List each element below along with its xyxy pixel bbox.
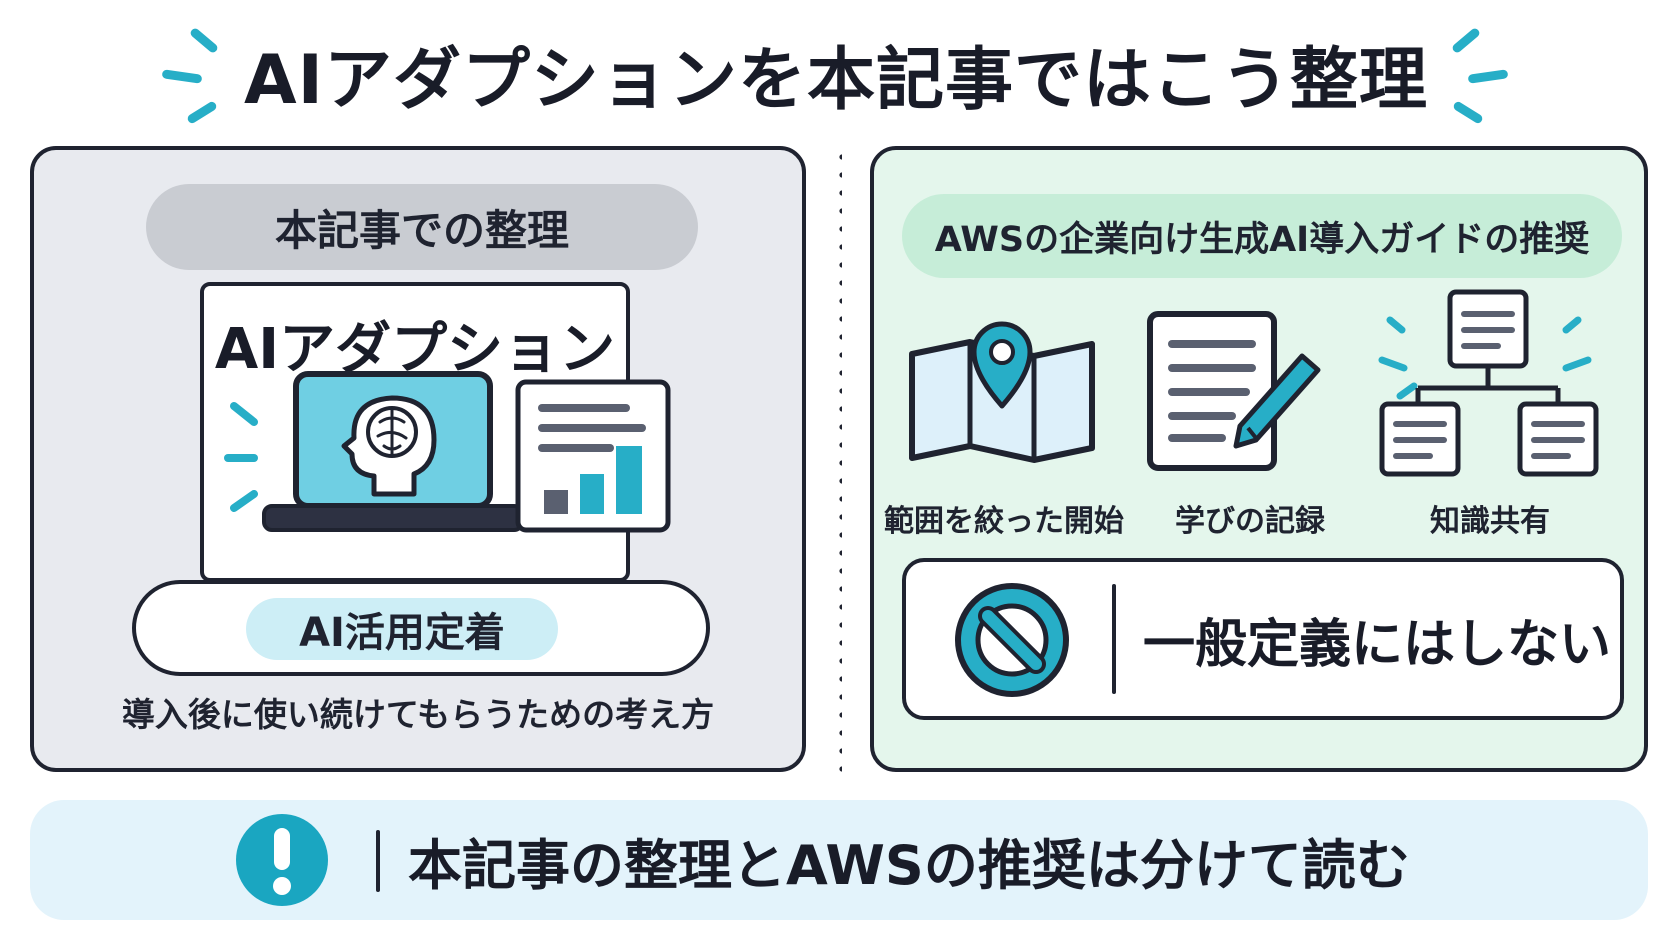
prohibition-box: 一般定義にはしない <box>902 558 1624 720</box>
right-burst-icon <box>1420 22 1510 132</box>
banner-text: 本記事の整理とAWSの推奨は分けて読む <box>408 833 1410 897</box>
ai-usage-base: AI活用定着 <box>132 580 710 676</box>
banner-separator <box>376 830 380 892</box>
item-label-knowledge-sharing: 知識共有 <box>1430 504 1550 539</box>
report-chart-icon <box>515 379 671 533</box>
right-panel-header: AWSの企業向け生成AI導入ガイドの推奨 <box>902 194 1622 278</box>
panel-divider <box>838 148 842 772</box>
article-definition-panel: 本記事での整理 AIアダプション <box>30 146 806 772</box>
item-label-scoped-start: 範囲を絞った開始 <box>884 504 1124 539</box>
left-panel-caption: 導入後に使い続けてもらうための考え方 <box>121 695 715 734</box>
aws-recommendation-panel: AWSの企業向け生成AI導入ガイドの推奨 範囲を絞った開始 学びの記録 <box>870 146 1648 772</box>
prohibited-icon <box>955 583 1069 697</box>
knowledge-tree-icon <box>1378 289 1599 477</box>
exclamation-icon <box>236 814 328 906</box>
ai-usage-badge: AI活用定着 <box>246 598 558 660</box>
prohibition-separator <box>1112 584 1116 694</box>
page-title: AIアダプションを本記事ではこう整理 <box>244 40 1428 120</box>
reading-note-banner: 本記事の整理とAWSの推奨は分けて読む <box>30 800 1648 920</box>
map-pin-icon <box>909 321 1095 463</box>
item-label-learning-record: 学びの記録 <box>1175 504 1325 539</box>
prohibition-text: 一般定義にはしない <box>1142 614 1611 675</box>
laptop-brain-icon <box>224 371 524 532</box>
document-pencil-icon <box>1147 311 1321 471</box>
left-panel-header: 本記事での整理 <box>146 184 698 270</box>
